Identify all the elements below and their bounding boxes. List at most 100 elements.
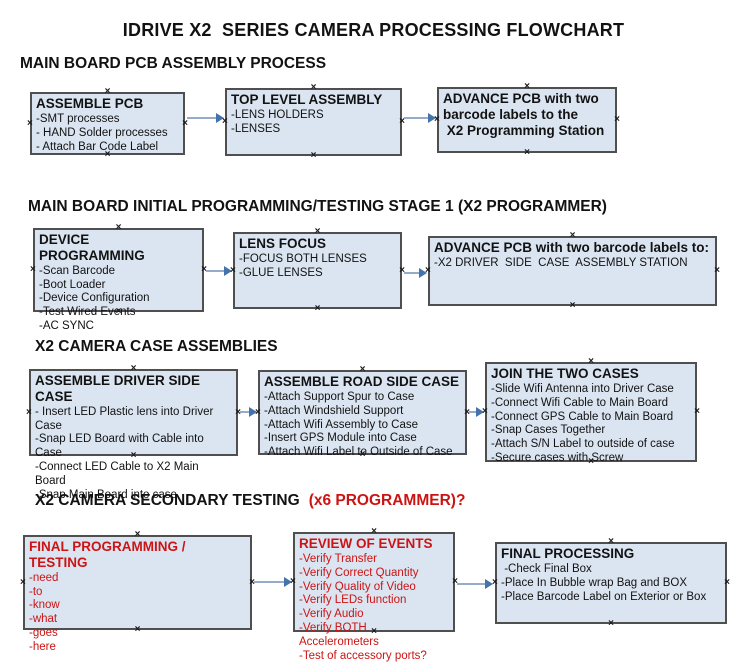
- connector-arrow[interactable]: [206, 266, 232, 276]
- box-item: -Verify Audio: [299, 608, 364, 621]
- connection-handle-icon: ×: [134, 529, 141, 540]
- box-title: FINAL PROCESSING: [501, 546, 635, 561]
- box-title: ASSEMBLE ROAD SIDE CASE: [264, 374, 460, 389]
- connection-handle-icon: ×: [608, 618, 614, 629]
- box-item: -Snap Main Board into case: [35, 488, 177, 501]
- flow-box-assemble-road-side-case[interactable]: × × × × ASSEMBLE ROAD SIDE CASE -Attach …: [255, 365, 470, 460]
- flow-box-review-of-events[interactable]: × × × × REVIEW OF EVENTS -Verify Transfe…: [290, 527, 458, 662]
- box-item: -Scan Barcode: [39, 264, 116, 277]
- arrowhead-icon: [249, 407, 257, 417]
- flow-box-lens-focus[interactable]: × × × × LENS FOCUS -FOCUS BOTH LENSES-GL…: [230, 227, 405, 314]
- arrowhead-icon: [428, 113, 436, 123]
- flow-box-advance-pcb-driver-side-station[interactable]: × × × × ADVANCE PCB with two barcode lab…: [425, 231, 720, 311]
- box-item: -to: [29, 585, 43, 598]
- box-items: -LENS HOLDERS-LENSES: [231, 109, 396, 137]
- connector-arrow[interactable]: [254, 577, 292, 587]
- page-title: IDRIVE X2 SERIES CAMERA PROCESSING FLOWC…: [122, 20, 625, 40]
- box-title: DEVICE PROGRAMMING: [39, 232, 145, 263]
- box-items: -Verify Transfer-Verify Correct Quantity…: [299, 553, 449, 662]
- box-item: -Attach S/N Label to outside of case: [491, 438, 675, 451]
- box-items: -Check Final Box-Place In Bubble wrap Ba…: [501, 563, 721, 604]
- box-item: -Attach Support Spur to Case: [264, 390, 415, 403]
- section-heading-pcb-assembly: MAIN BOARD PCB ASSEMBLY PROCESS: [20, 55, 327, 72]
- connection-handle-icon: ×: [314, 226, 321, 237]
- box-title: TOP LEVEL ASSEMBLY: [231, 92, 383, 107]
- flow-box-advance-pcb-programming-station[interactable]: × × × × ADVANCE PCB with two barcode lab…: [434, 82, 620, 158]
- flow-box-join-the-two-cases[interactable]: × × × × JOIN THE TWO CASES -Slide Wifi A…: [482, 357, 700, 467]
- flow-box-assemble-pcb[interactable]: × × × × ASSEMBLE PCB -SMT processes- HAN…: [27, 87, 188, 160]
- connector-line: [206, 270, 226, 272]
- box-item: -AC SYNC: [39, 320, 94, 333]
- box-item: -what: [29, 613, 58, 626]
- box-title: ASSEMBLE PCB: [36, 96, 144, 111]
- arrowhead-icon: [485, 579, 493, 589]
- section-heading-red-note: (x6 PROGRAMMER)?: [308, 492, 466, 509]
- connector-arrow[interactable]: [469, 407, 484, 417]
- connection-handle-icon: ×: [569, 300, 576, 311]
- connection-handle-icon: ×: [569, 230, 576, 241]
- box-title: ASSEMBLE DRIVER SIDE CASE: [35, 373, 204, 404]
- connection-handle-icon: ×: [20, 576, 26, 588]
- flow-box-device-programming[interactable]: × × × × DEVICE PROGRAMMING -Scan Barcode…: [30, 223, 207, 333]
- flow-box-top-level-assembly[interactable]: × × × × TOP LEVEL ASSEMBLY -LENS HOLDERS…: [222, 83, 405, 161]
- section-heading-secondary-testing-text: X2 CAMERA SECONDARY TESTING: [35, 492, 300, 509]
- box-item: - Insert LED Plastic lens into Driver Ca…: [35, 405, 217, 432]
- box-item: -X2 DRIVER SIDE CASE ASSEMBLY STATION: [434, 256, 688, 269]
- box-title: FINAL PROGRAMMING / TESTING: [29, 539, 190, 570]
- box-items: -Attach Support Spur to Case-Attach Wind…: [264, 391, 461, 460]
- connection-handle-icon: ×: [27, 117, 33, 129]
- connector-line: [469, 411, 478, 413]
- connector-arrow[interactable]: [240, 407, 257, 417]
- box-item: -Insert GPS Module into Case: [264, 432, 417, 445]
- connection-handle-icon: ×: [724, 577, 730, 588]
- connector-arrow[interactable]: [404, 113, 436, 123]
- box-item: - HAND Solder processes: [36, 126, 168, 139]
- box-item: -LENSES: [231, 122, 281, 135]
- connector-line: [254, 581, 286, 583]
- box-item: -Test Wired Events: [39, 306, 136, 319]
- box-item: -Place In Bubble wrap Bag and BOX: [501, 576, 688, 589]
- box-item: -Check Final Box: [501, 562, 592, 575]
- connector-arrow[interactable]: [457, 579, 493, 589]
- box-title: LENS FOCUS: [239, 236, 327, 251]
- box-items: -X2 DRIVER SIDE CASE ASSEMBLY STATION: [434, 257, 711, 271]
- connector-arrow[interactable]: [404, 268, 427, 278]
- flow-box-assemble-driver-side-case[interactable]: × × × × ASSEMBLE DRIVER SIDE CASE - Inse…: [26, 364, 241, 501]
- connection-handle-icon: ×: [104, 86, 111, 97]
- box-item: -Test of accessory ports?: [299, 649, 427, 662]
- arrowhead-icon: [476, 407, 484, 417]
- box-item: -LENS HOLDERS: [231, 108, 324, 121]
- connector-arrow[interactable]: [187, 113, 224, 123]
- connection-handle-icon: ×: [524, 147, 530, 158]
- flow-box-final-processing[interactable]: × × × × FINAL PROCESSING -Check Final Bo…: [492, 537, 730, 629]
- box-item: -Boot Loader: [39, 278, 106, 291]
- flow-box-final-programming-testing[interactable]: × × × × FINAL PROGRAMMING / TESTING -nee…: [20, 530, 255, 653]
- section-heading-initial-programming: MAIN BOARD INITIAL PROGRAMMING/TESTING S…: [28, 198, 607, 215]
- connection-handle-icon: ×: [314, 303, 321, 314]
- connection-handle-icon: ×: [310, 82, 317, 93]
- connection-handle-icon: ×: [614, 114, 620, 125]
- section-heading-case-assemblies: X2 CAMERA CASE ASSEMBLIES: [35, 338, 278, 355]
- connection-handle-icon: ×: [608, 536, 614, 547]
- box-item: -Device Configuration: [39, 292, 150, 305]
- box-title: ADVANCE PCB with two barcode labels to:: [434, 240, 710, 255]
- box-item: -FOCUS BOTH LENSES: [239, 252, 367, 265]
- box-item: -Verify Transfer: [299, 552, 377, 565]
- box-item: -Connect GPS Cable to Main Board: [491, 410, 674, 423]
- arrowhead-icon: [216, 113, 224, 123]
- connection-handle-icon: ×: [714, 265, 720, 276]
- connection-handle-icon: ×: [26, 406, 32, 418]
- box-item: -Verify Correct Quantity: [299, 566, 419, 579]
- arrowhead-icon: [284, 577, 292, 587]
- box-item: -Attach Wifi Label to Outside of Case: [264, 446, 453, 459]
- box-item: -know: [29, 599, 60, 612]
- arrowhead-icon: [224, 266, 232, 276]
- box-item: -Verify Quality of Video: [299, 580, 416, 593]
- section-heading-secondary-testing: X2 CAMERA SECONDARY TESTING (x6 PROGRAMME…: [35, 492, 465, 510]
- connection-handle-icon: ×: [694, 406, 700, 417]
- box-item: -GLUE LENSES: [239, 266, 323, 279]
- connection-handle-icon: ×: [310, 150, 317, 161]
- box-title: JOIN THE TWO CASES: [491, 366, 639, 381]
- connection-handle-icon: ×: [359, 364, 366, 375]
